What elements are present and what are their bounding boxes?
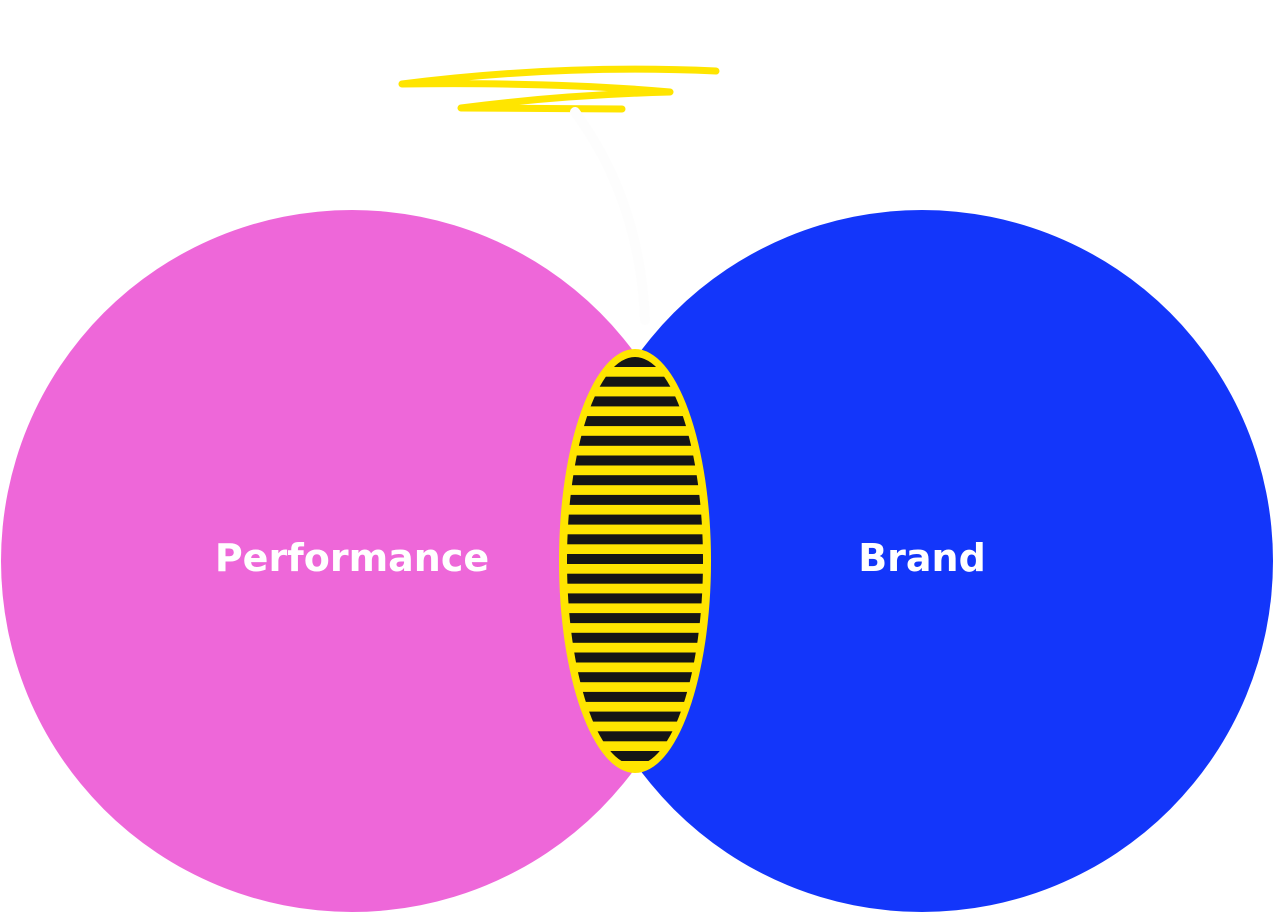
overlap-stripe: [567, 751, 703, 761]
overlap-stripe: [567, 435, 703, 446]
overlap-stripe: [567, 711, 703, 722]
arrow-icon: [570, 107, 650, 325]
overlap-stripe: [567, 376, 703, 387]
overlap-stripe: [567, 357, 703, 367]
brand-circle: [571, 210, 1273, 912]
overlap-stripes: [567, 357, 703, 761]
overlap-stripe: [567, 494, 703, 505]
overlap-stripe: [567, 514, 703, 525]
overlap-stripe: [567, 573, 703, 584]
brand-label: Brand: [858, 536, 986, 580]
scribble-highlight: [398, 65, 720, 113]
overlap-stripe: [567, 691, 703, 702]
performance-circle: [1, 210, 703, 912]
performance-label: Performance: [214, 536, 490, 580]
overlap-stripe: [567, 455, 703, 466]
overlap-stripe: [567, 593, 703, 604]
overlap-stripe: [567, 672, 703, 683]
overlap-stripe: [567, 652, 703, 663]
overlap-stripe: [567, 731, 703, 742]
overlap-stripe: [567, 416, 703, 427]
overlap-stripe: [567, 632, 703, 643]
overlap-stripe: [567, 475, 703, 486]
overlap-stripe: [567, 554, 703, 564]
overlap-stripe: [567, 534, 703, 545]
overlap-stripe: [567, 396, 703, 407]
overlap-stripe: [567, 613, 703, 624]
